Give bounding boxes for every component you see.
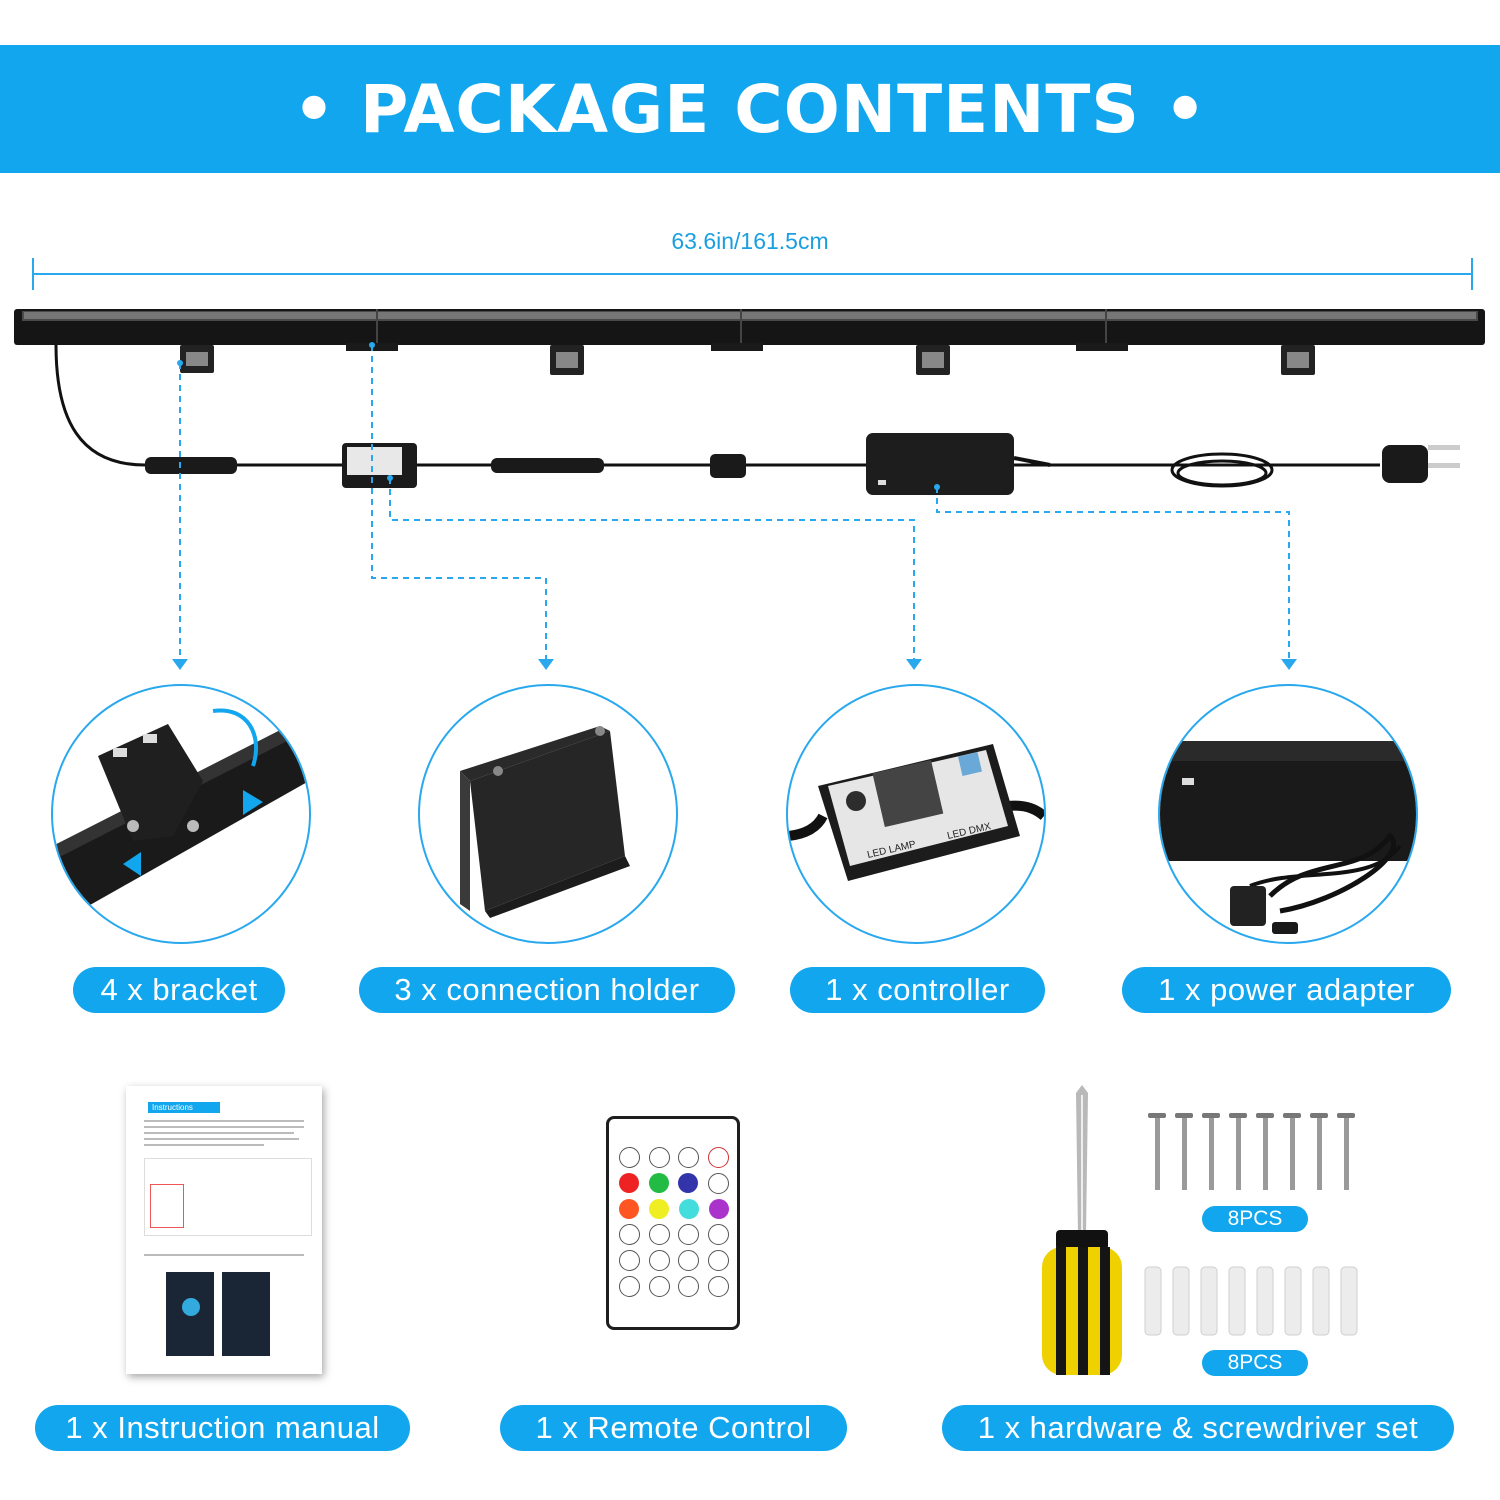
connection-holder-circle	[418, 684, 678, 944]
screwdriver-icon	[1042, 1085, 1122, 1375]
label-hardware-set: 1 x hardware & screwdriver set	[942, 1405, 1454, 1451]
manual-header: Instructions	[148, 1102, 220, 1113]
leader-lines	[179, 345, 1290, 660]
label-connection-holder: 3 x connection holder	[359, 967, 735, 1013]
label-bracket: 4 x bracket	[73, 967, 285, 1013]
dimension-label: 63.6in/161.5cm	[671, 228, 829, 254]
brightness-up-icon	[619, 1147, 640, 1168]
bracket-circle	[51, 684, 311, 944]
brightness-down-icon	[648, 1147, 670, 1168]
anchors-quantity-badge: 8PCS	[1202, 1350, 1308, 1376]
header-banner: • PACKAGE CONTENTS •	[0, 45, 1500, 173]
dc-connector	[491, 458, 604, 473]
power-adapter-circle	[1158, 684, 1418, 944]
us-plug-icon	[1382, 445, 1428, 483]
label-instruction-manual: 1 x Instruction manual	[35, 1405, 410, 1451]
off-button-icon	[678, 1147, 700, 1168]
wall-anchors-icon	[1144, 1266, 1358, 1336]
instruction-manual-image: Instructions	[126, 1086, 322, 1374]
label-controller: 1 x controller	[790, 967, 1045, 1013]
power-adapter-small	[866, 433, 1014, 495]
remote-control-image	[606, 1116, 740, 1330]
controller-circle: LED LAMP LED DMX	[786, 684, 1046, 944]
screws-quantity-badge: 8PCS	[1202, 1206, 1308, 1232]
label-power-adapter: 1 x power adapter	[1122, 967, 1451, 1013]
on-button-icon	[707, 1147, 729, 1168]
light-bar	[14, 309, 1485, 351]
screws-icon	[1155, 1115, 1349, 1190]
label-remote-control: 1 x Remote Control	[500, 1405, 847, 1451]
hardware-set-image	[1042, 1085, 1358, 1375]
page-title: • PACKAGE CONTENTS •	[292, 70, 1208, 148]
cable-connector	[145, 457, 237, 474]
dimension-line	[32, 258, 1473, 290]
ferrite-bead	[710, 454, 746, 478]
